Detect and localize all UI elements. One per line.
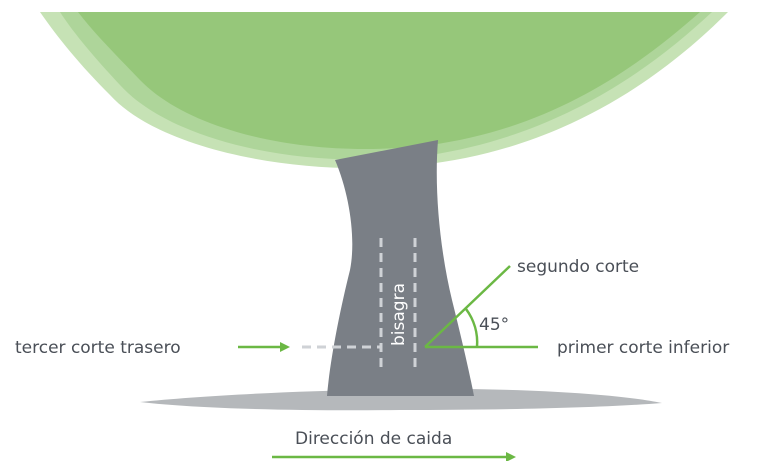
canopy-front-layer: [78, 12, 700, 150]
first-cut-label: primer corte inferior: [557, 338, 729, 358]
back-cut-arrow: [238, 342, 290, 352]
tree-canopy: [40, 12, 728, 169]
angle-label: 45°: [479, 315, 509, 335]
second-cut-label: segundo corte: [517, 257, 639, 277]
back-cut-label: tercer corte trasero: [15, 338, 181, 358]
angle-arc: [464, 308, 479, 348]
fall-direction-label: Dirección de caida: [295, 429, 452, 449]
second-cut-line: [424, 265, 511, 348]
hinge-label: bisagra: [389, 283, 409, 346]
tree-trunk: [327, 140, 474, 396]
ground-shadow: [140, 388, 662, 411]
fall-direction-arrow: [272, 452, 516, 461]
